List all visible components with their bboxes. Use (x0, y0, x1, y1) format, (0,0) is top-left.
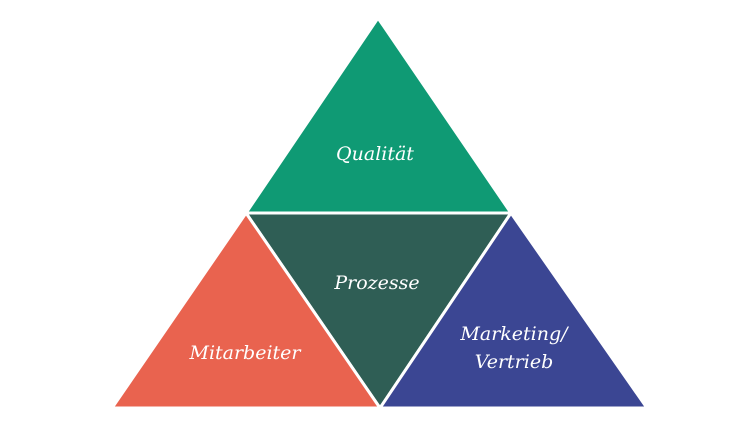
segment-label-line: Vertrieb (475, 351, 554, 373)
segment-label-top: Qualität (336, 143, 414, 165)
segment-label-left: Mitarbeiter (188, 342, 302, 364)
segment-label-line: Qualität (336, 143, 414, 165)
segment-label-line: Prozesse (333, 272, 419, 294)
segment-label-center: Prozesse (333, 272, 419, 294)
segment-top (244, 16, 513, 215)
segment-label-line: Mitarbeiter (188, 342, 302, 364)
segment-right (378, 211, 649, 410)
segment-left (110, 211, 382, 410)
segment-label-line: Marketing/ (459, 323, 569, 345)
segment-label-right: Marketing/Vertrieb (459, 323, 569, 373)
